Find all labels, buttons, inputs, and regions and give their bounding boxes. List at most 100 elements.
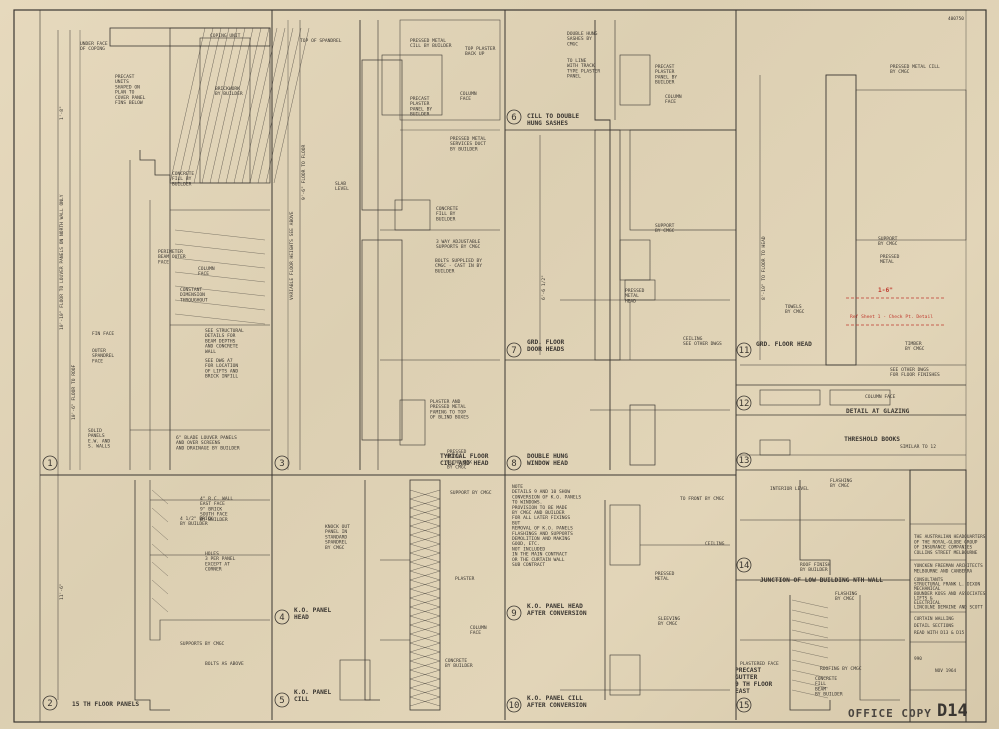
annotation-note: 3 WAY ADJUSTABLE — [436, 239, 480, 245]
annotation-note: UNITS — [115, 79, 129, 85]
dimension-label: 1'-8" — [59, 106, 65, 120]
dimension-label: 9'-6" FLOOR TO FLOOR — [301, 144, 307, 200]
annotation-note: 4 1/2" BRICK — [180, 516, 213, 522]
dimension-label: 11'-6" — [59, 583, 65, 600]
hatch-line — [409, 498, 441, 509]
annotation-note: CEILING — [705, 541, 725, 547]
red-annotation: Ref Sheet 1 - Check Pt. Detail — [850, 314, 933, 320]
hatch-line — [273, 27, 310, 184]
annotation-note: DIMENSION — [180, 292, 205, 298]
annotation-note: BY BUILDER — [800, 567, 828, 573]
annotation-note: FOR FLOOR FINISHES — [890, 372, 940, 378]
annotation-note: BY CMGC — [905, 346, 925, 352]
hatch-line — [409, 525, 441, 536]
window-head — [629, 404, 656, 466]
consultant-list: LIFTS & — [914, 595, 933, 601]
detail-number-12 — [736, 395, 752, 411]
hatch-line — [409, 489, 441, 500]
annotation-note: PANELS — [88, 433, 105, 439]
annotation-note: FOR ALL LATER FIXINGS — [512, 515, 570, 521]
hatch-line — [409, 669, 441, 680]
diagonal-brace — [174, 257, 266, 269]
hatch-line — [193, 27, 230, 184]
hatch-line — [791, 599, 829, 609]
annotation-note: FIN FACE — [92, 331, 114, 337]
annotation-note: PLASTER — [455, 576, 475, 582]
annotation-note: COLUMN — [470, 625, 487, 631]
annotation-note: CORNER — [205, 567, 222, 573]
annotation-note: PRESSED METAL — [430, 404, 466, 410]
hatch-line — [217, 27, 254, 184]
sheet-border — [13, 9, 987, 723]
detail-title-4: HEAD — [294, 614, 309, 621]
annotation-note: WALL — [205, 349, 216, 355]
hatch-line — [409, 651, 441, 662]
annotation-note: BY CMGC AND BUILDER — [512, 510, 565, 516]
detail-number: 9 — [511, 609, 516, 619]
detail-number-2 — [42, 695, 58, 711]
spandrel-line — [364, 480, 380, 701]
detail-number: 1 — [47, 459, 52, 469]
detail-number: 5 — [279, 696, 284, 706]
hatch-line — [791, 659, 829, 669]
client-name: THE AUSTRALIAN HEADQUARTERS — [914, 534, 986, 540]
hatch-line — [409, 660, 441, 671]
panel-outline — [134, 480, 170, 711]
annotation-note: SOUTH FACE — [200, 512, 228, 518]
door-panel — [855, 89, 967, 241]
client-name: OF THE ROYAL-GLOBE GROUP — [914, 539, 978, 545]
detail-title-14: JUNCTION OF LOW BUILDING NTH WALL — [760, 577, 883, 584]
annotation-note: BY CMGC — [830, 483, 850, 489]
annotation-note: PANEL — [567, 74, 581, 80]
annotation-note: KNOCK OUT — [325, 524, 350, 530]
annotation-note: CONCRETE — [436, 206, 458, 212]
annotation-note: PERIMETER — [158, 249, 183, 255]
annotation-note: 9" BRICK — [200, 506, 222, 512]
hatch-line — [151, 489, 169, 505]
annotation-note: PANEL BY — [655, 74, 677, 80]
annotation-note: BUT — [512, 520, 521, 526]
corner-note: 400750 — [948, 16, 964, 22]
hatch-line — [409, 588, 441, 599]
annotation-note: TO FRONT BY CMGC — [680, 496, 724, 502]
consultant-list: MECHANICAL — [914, 586, 941, 592]
hatch-line — [409, 597, 441, 608]
detail-number: 6 — [511, 113, 516, 123]
drawing-title: CURTAIN WALLING — [914, 616, 954, 622]
annotation-note: TOP OF SPANDREL — [300, 38, 342, 44]
detail-title-12: DETAIL AT GLAZING — [846, 408, 910, 415]
detail-title-8: DOUBLE HUNG — [527, 453, 568, 460]
detail-title-15: GUTTER — [735, 674, 758, 681]
detail-number: 14 — [739, 561, 750, 571]
dimension-label: VARIABLE FLOOR HEIGHTS SEE ABOVE — [289, 211, 295, 300]
annotation-note: BY CMGC — [658, 621, 678, 627]
threshold-detail — [759, 439, 791, 456]
coping-unit — [109, 27, 271, 47]
annotation-note: CONCRETE — [445, 658, 467, 664]
hatch-line — [409, 543, 441, 554]
coping-hatch-frame — [169, 27, 271, 184]
annotation-note: 6" BLADE LOUVER PANELS — [176, 435, 237, 441]
annotation-note: PRESSED — [625, 288, 645, 294]
annotation-note: PANEL IN — [325, 529, 347, 535]
annotation-note: PROVISION TO BE MADE — [512, 505, 568, 511]
detail-number-10 — [506, 697, 522, 713]
detail-title-7: DOOR HEADS — [527, 346, 565, 353]
annotation-note: BEAM DEPTHS — [205, 338, 236, 344]
annotation-note: PLAN TO — [115, 90, 135, 96]
column-outline — [399, 19, 501, 121]
annotation-note: COLUMN — [198, 266, 215, 272]
support-block — [394, 199, 431, 231]
title-block-frame — [909, 469, 967, 723]
detail-number-3 — [274, 455, 290, 471]
annotation-note: TIMBER — [905, 341, 922, 347]
annotation-note: BY BUILDER — [215, 91, 243, 97]
annotation-note: FILL BY — [172, 176, 192, 182]
detail-number: 10 — [509, 701, 520, 711]
annotation-note: SIMILAR TO 12 — [900, 444, 936, 450]
hatch-line — [209, 27, 246, 184]
hatch-line — [791, 649, 829, 659]
annotation-note: FLASHING — [830, 478, 852, 484]
annotation-note: BUILDER — [655, 80, 675, 86]
annotation-note: BY CMGC — [447, 465, 467, 471]
